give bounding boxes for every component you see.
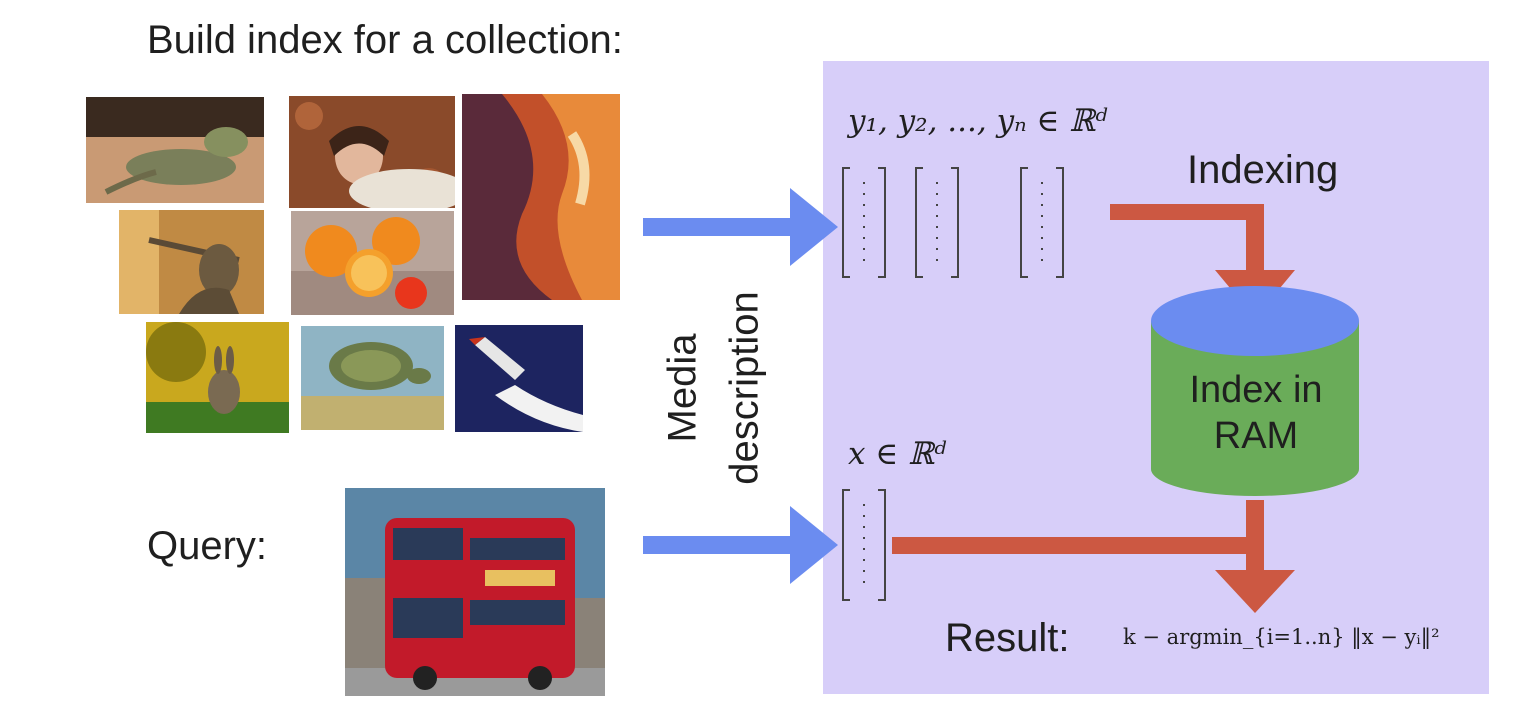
media-description-label: Media description bbox=[641, 268, 791, 508]
result-formula: k − argmin_{i=1..n} ‖x − yᵢ‖² bbox=[1123, 625, 1440, 649]
index-database bbox=[1151, 286, 1359, 496]
media-label-line2: description bbox=[723, 291, 767, 484]
query-vector-formula: x ∈ ℝᵈ bbox=[848, 436, 947, 472]
result-label: Result: bbox=[945, 616, 1070, 660]
red-arrow-result bbox=[892, 500, 1295, 613]
vector-set-formula: y₁, y₂, ..., yₙ ∈ ℝᵈ bbox=[848, 103, 1108, 139]
blue-arrow-collection bbox=[643, 188, 838, 266]
iguana-photo bbox=[86, 97, 264, 203]
bus-photo bbox=[345, 488, 605, 696]
shuttle-photo bbox=[455, 325, 583, 432]
rabbit-photo bbox=[146, 322, 289, 433]
statue-photo bbox=[119, 210, 264, 314]
vector-y1 bbox=[842, 167, 886, 278]
database-label: Index in RAM bbox=[1151, 368, 1361, 459]
oranges-photo bbox=[291, 211, 454, 315]
media-label-line1: Media bbox=[661, 333, 705, 443]
canyon-photo bbox=[462, 94, 620, 300]
woman-photo bbox=[289, 96, 455, 208]
database-label-line2: RAM bbox=[1213, 414, 1299, 457]
collection-title: Build index for a collection: bbox=[147, 18, 623, 62]
turtle-photo bbox=[301, 326, 444, 430]
query-label: Query: bbox=[147, 524, 268, 568]
indexing-label: Indexing bbox=[1187, 148, 1339, 192]
vector-yn bbox=[1020, 167, 1064, 278]
database-label-line1: Index in bbox=[1189, 369, 1323, 411]
vector-x bbox=[842, 489, 886, 601]
blue-arrow-query bbox=[643, 506, 838, 584]
vector-y2 bbox=[915, 167, 959, 278]
